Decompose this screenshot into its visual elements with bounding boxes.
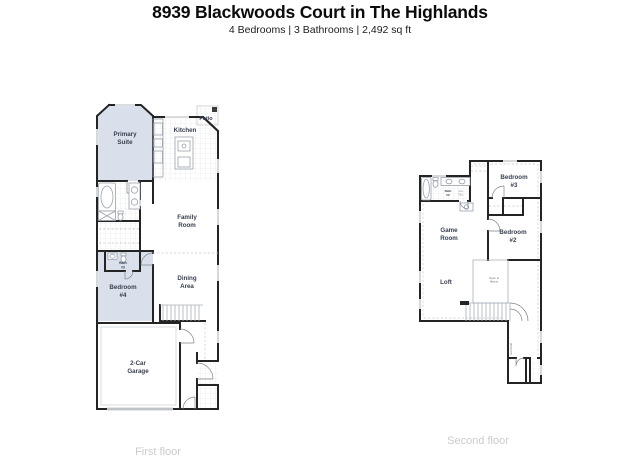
label-bedroom-3-2: #3 (511, 182, 518, 189)
label-linen-2: Clo. (458, 193, 463, 197)
label-garage-2: Garage (127, 368, 149, 375)
label-hat-shelf: Hat Shelf (509, 343, 513, 355)
windows (418, 159, 543, 375)
windows (95, 103, 220, 411)
page-subtitle: 4 Bedrooms | 3 Bathrooms | 2,492 sq ft (228, 24, 412, 36)
label-open-to-below-2: Below (490, 280, 499, 284)
interior-walls (419, 160, 542, 384)
label-dining-area: Dining (177, 275, 196, 282)
porch-floor (197, 361, 218, 385)
vanity-sink-icon (128, 182, 141, 210)
label-bedroom-2: Bedroom (499, 229, 527, 236)
bath2-fixtures (421, 177, 471, 201)
refrigerator-icon (153, 122, 163, 136)
label-bedroom-4-2: #4 (120, 292, 127, 299)
label-family-room: Family (177, 214, 197, 221)
stair-wall-stub (460, 301, 469, 305)
shower-icon (98, 210, 116, 221)
closet-floor (99, 221, 140, 251)
exterior-wall (419, 160, 542, 384)
label-patio: Patio (199, 116, 213, 122)
entry-floor (197, 385, 218, 409)
oven-icon (153, 150, 163, 164)
patio-column (212, 107, 217, 112)
first-floor-plan: Primary Suite Kitchen Patio Family Room … (85, 103, 230, 445)
label-open-to-below: Open to (489, 276, 500, 280)
dishwasher-icon (153, 138, 163, 148)
linen-shelves (471, 165, 487, 172)
label-bath-2-2: #2 (446, 193, 450, 197)
label-kitchen: Kitchen (174, 127, 197, 134)
label-bath-2: Bath (445, 189, 452, 193)
toilet-icon (120, 252, 127, 263)
second-floor-caption: Second floor (447, 435, 509, 447)
label-garage: 2-Car (130, 360, 146, 367)
toilet-icon (432, 177, 439, 188)
pantry-corner-wall (201, 115, 220, 133)
bathtub-icon (98, 182, 116, 212)
second-floor-plan: Bath #2 Lin. Clo. Bedroom #3 Game Room B… (408, 153, 548, 445)
garage-slab (100, 326, 177, 406)
label-loft: Loft (440, 279, 452, 286)
vanity-sink-icon (440, 177, 471, 186)
stairs (160, 304, 203, 321)
bath3-fixtures (107, 252, 127, 263)
label-bedroom-2-2: #2 (510, 237, 517, 244)
label-dining-area-2: Area (180, 283, 194, 290)
patio (196, 105, 219, 126)
door-swings (124, 180, 214, 410)
storage-floor (530, 358, 541, 383)
ceiling-dash (422, 163, 539, 355)
label-game-room-2: Room (440, 235, 458, 242)
room-primary-suite (97, 105, 153, 181)
label-bath-3: Bath (119, 261, 127, 265)
label-bedroom-4: Bedroom (109, 284, 137, 291)
counter (152, 118, 164, 178)
stairs (460, 301, 529, 322)
label-linen: Lin. (459, 189, 464, 193)
label-primary-suite-2: Suite (117, 139, 133, 146)
label-primary-suite: Primary (113, 131, 137, 138)
page-title: 8939 Blackwoods Court in The Highlands (152, 2, 488, 22)
bathtub-icon (421, 177, 432, 201)
first-floor-caption: First floor (135, 446, 181, 458)
sink-icon (107, 252, 118, 260)
label-bath-3-2: #3 (121, 266, 125, 270)
porch-wall (196, 352, 219, 410)
door-swings (459, 185, 525, 367)
toilet-icon (117, 210, 124, 221)
garage-door (107, 407, 173, 411)
label-family-room-2: Room (178, 222, 196, 229)
kitchen-island-icon (174, 136, 194, 170)
label-bedroom-3: Bedroom (500, 174, 528, 181)
primary-bath-fixtures (98, 182, 141, 221)
cabinet-sink-icon (459, 202, 474, 212)
kitchen-fixtures (152, 115, 220, 178)
label-game-room: Game (440, 227, 458, 234)
